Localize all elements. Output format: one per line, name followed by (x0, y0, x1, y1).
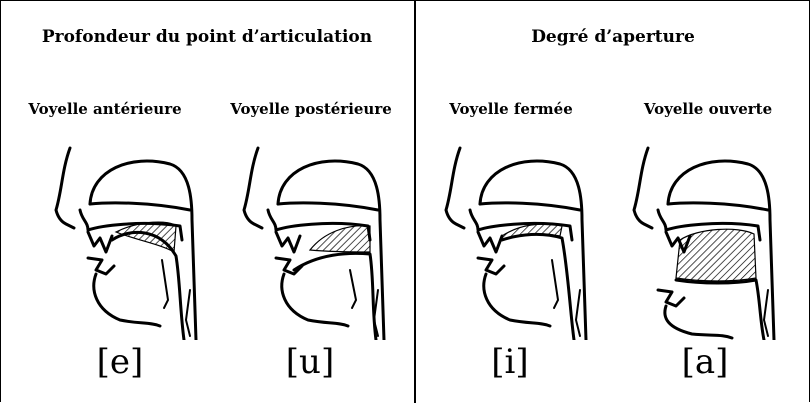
ipa-symbol-i: [i] (450, 345, 570, 379)
vocal-tract-open-vowel (618, 140, 788, 340)
label-voyelle-fermee: Voyelle fermée (416, 100, 606, 118)
vocal-tract-front-vowel (40, 140, 210, 340)
panel-divider (414, 0, 416, 403)
label-voyelle-ouverte: Voyelle ouverte (606, 100, 810, 118)
right-panel-title: Degré d’aperture (416, 27, 810, 47)
vocal-tract-back-vowel (228, 140, 398, 340)
left-panel-title: Profondeur du point d’articulation (0, 27, 414, 47)
label-voyelle-posterieure: Voyelle postérieure (205, 100, 417, 118)
ipa-symbol-e: [e] (60, 345, 180, 379)
vocal-tract-closed-vowel (430, 140, 600, 340)
ipa-symbol-a: [a] (645, 345, 765, 379)
ipa-symbol-u: [u] (250, 345, 370, 379)
label-voyelle-anterieure: Voyelle antérieure (0, 100, 210, 118)
